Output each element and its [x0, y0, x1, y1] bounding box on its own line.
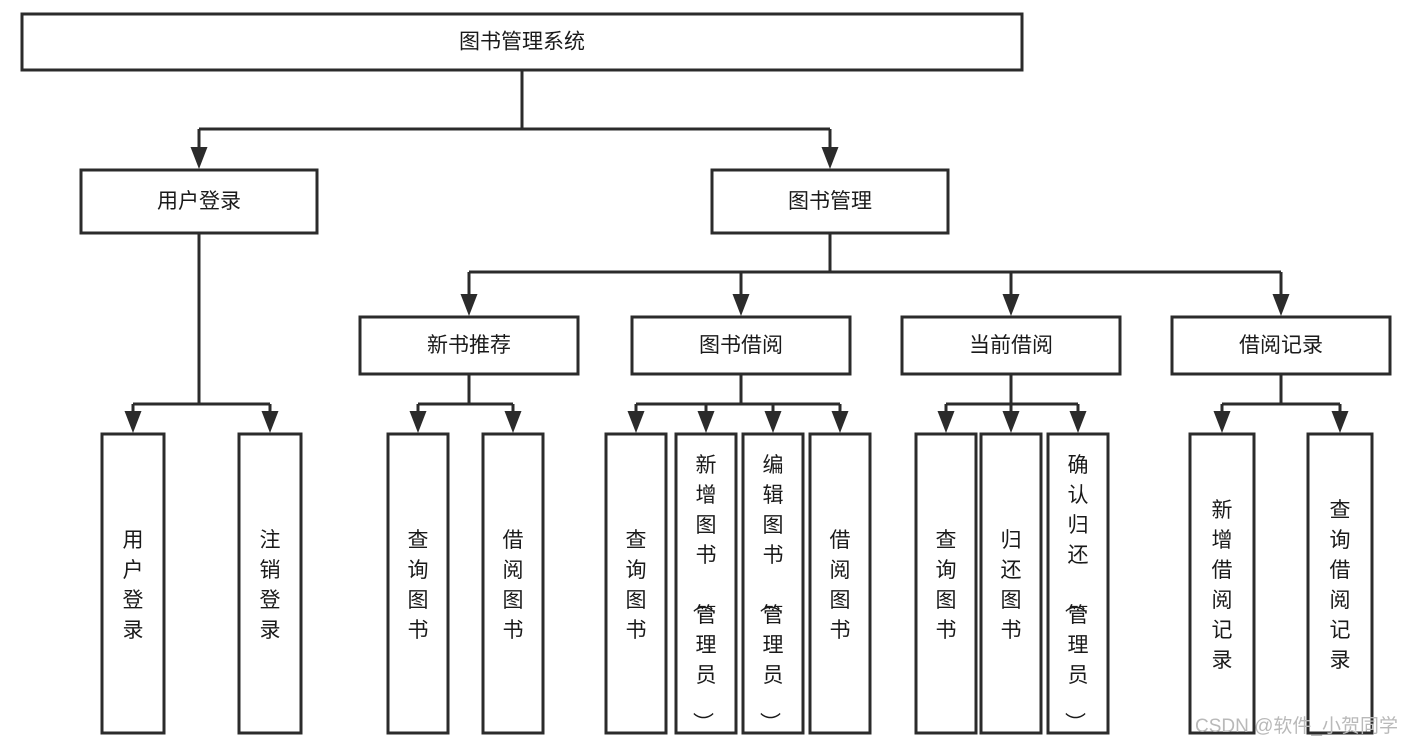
- node-l2-user-login[interactable]: 用户登录: [79, 168, 319, 235]
- node-leaf-user-login[interactable]: 用户登录: [100, 432, 166, 735]
- node-box: [237, 432, 303, 735]
- node-box: [604, 432, 668, 735]
- node-leaf-user-logout[interactable]: 注销登录: [237, 432, 303, 735]
- node-box: [481, 432, 545, 735]
- node-layer: 图书管理系统用户登录图书管理新书推荐图书借阅当前借阅借阅记录用户登录注销登录查询…: [20, 12, 1392, 735]
- node-box: [1046, 432, 1110, 735]
- node-leaf-bo-add[interactable]: 新增图书（管理员）: [674, 432, 738, 735]
- node-box: [1188, 432, 1256, 735]
- arrow-head-icon: [1002, 294, 1020, 316]
- arrow-head-icon: [124, 411, 142, 433]
- node-label: 借阅图书: [503, 529, 524, 642]
- node-label: 查询借阅记录: [1330, 499, 1351, 672]
- node-label: 新增图书（管理员）: [691, 454, 717, 733]
- node-label: 借阅记录: [1239, 334, 1323, 357]
- node-leaf-rc-add[interactable]: 新增借阅记录: [1188, 432, 1256, 735]
- node-leaf-cu-confirm[interactable]: 确认归还（管理员）: [1046, 432, 1110, 735]
- node-label: 用户登录: [123, 529, 144, 642]
- node-root[interactable]: 图书管理系统: [20, 12, 1024, 72]
- arrow-head-icon: [764, 411, 782, 433]
- node-box: [741, 432, 805, 735]
- node-label: 归还图书: [1001, 529, 1022, 642]
- node-box: [1306, 432, 1374, 735]
- node-box: [808, 432, 872, 735]
- node-box: [20, 12, 1024, 72]
- node-box: [79, 168, 319, 235]
- node-label: 当前借阅: [969, 334, 1053, 357]
- node-leaf-cu-query[interactable]: 查询图书: [914, 432, 978, 735]
- node-label: 编辑图书（管理员）: [758, 454, 784, 733]
- arrow-head-icon: [627, 411, 645, 433]
- node-leaf-bo-query[interactable]: 查询图书: [604, 432, 668, 735]
- node-label: 查询图书: [936, 529, 957, 642]
- node-leaf-nb-query[interactable]: 查询图书: [386, 432, 450, 735]
- arrow-head-icon: [1069, 411, 1087, 433]
- arrow-head-icon: [732, 294, 750, 316]
- connector-layer: [124, 70, 1349, 433]
- node-label: 查询图书: [626, 529, 647, 642]
- node-label: 用户登录: [157, 190, 241, 213]
- node-leaf-nb-borrow[interactable]: 借阅图书: [481, 432, 545, 735]
- node-box: [630, 315, 852, 376]
- node-l3-record[interactable]: 借阅记录: [1170, 315, 1392, 376]
- node-box: [386, 432, 450, 735]
- node-leaf-bo-edit[interactable]: 编辑图书（管理员）: [741, 432, 805, 735]
- node-label: 查询图书: [408, 529, 429, 642]
- node-l2-book-manage[interactable]: 图书管理: [710, 168, 950, 235]
- arrow-head-icon: [1331, 411, 1349, 433]
- arrow-head-icon: [504, 411, 522, 433]
- arrow-head-icon: [697, 411, 715, 433]
- node-leaf-bo-borrow[interactable]: 借阅图书: [808, 432, 872, 735]
- node-box: [1170, 315, 1392, 376]
- node-label: 图书管理系统: [459, 31, 585, 54]
- node-leaf-rc-query[interactable]: 查询借阅记录: [1306, 432, 1374, 735]
- node-box: [358, 315, 580, 376]
- arrow-head-icon: [460, 294, 478, 316]
- node-l3-new-book[interactable]: 新书推荐: [358, 315, 580, 376]
- node-label: 借阅图书: [830, 529, 851, 642]
- node-box: [914, 432, 978, 735]
- node-label: 新书推荐: [427, 334, 511, 357]
- node-l3-current[interactable]: 当前借阅: [900, 315, 1122, 376]
- node-box: [900, 315, 1122, 376]
- arrow-head-icon: [409, 411, 427, 433]
- node-leaf-cu-return[interactable]: 归还图书: [979, 432, 1043, 735]
- arrow-head-icon: [190, 147, 208, 169]
- node-label: 新增借阅记录: [1212, 499, 1233, 672]
- node-label: 注销登录: [260, 529, 281, 642]
- node-box: [674, 432, 738, 735]
- csdn-watermark: CSDN @软件_小贺同学: [1195, 715, 1398, 737]
- arrow-head-icon: [1002, 411, 1020, 433]
- node-label: 图书管理: [788, 190, 872, 213]
- arrow-head-icon: [937, 411, 955, 433]
- node-box: [979, 432, 1043, 735]
- arrow-head-icon: [821, 147, 839, 169]
- arrow-head-icon: [261, 411, 279, 433]
- node-l3-borrow[interactable]: 图书借阅: [630, 315, 852, 376]
- node-label: 确认归还（管理员）: [1063, 454, 1089, 733]
- arrow-head-icon: [1272, 294, 1290, 316]
- node-box: [710, 168, 950, 235]
- arrow-head-icon: [1213, 411, 1231, 433]
- node-label: 图书借阅: [699, 334, 783, 357]
- arrow-head-icon: [831, 411, 849, 433]
- node-box: [100, 432, 166, 735]
